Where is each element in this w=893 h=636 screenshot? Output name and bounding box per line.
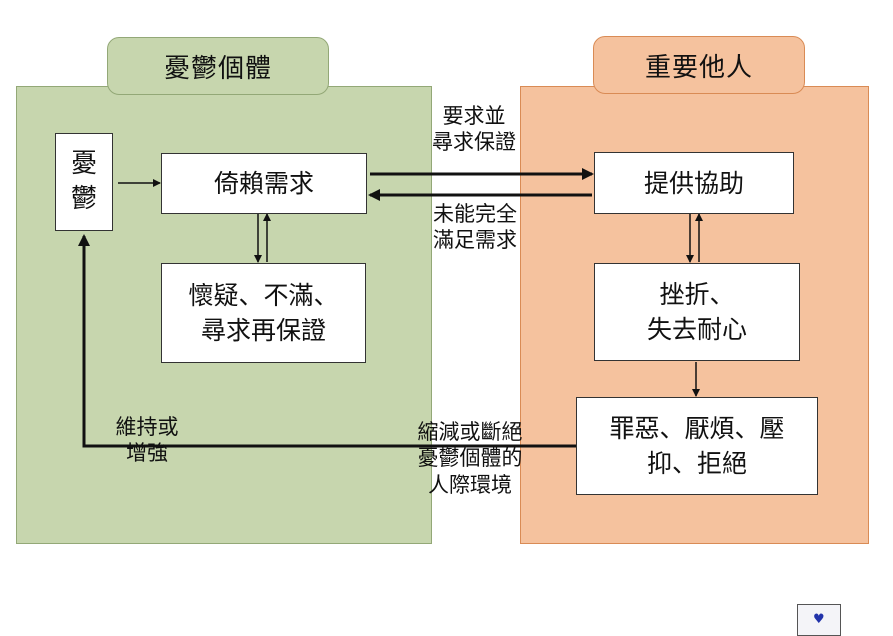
- depression-box: 憂 鬱: [55, 133, 113, 231]
- heart-icon: ♥: [813, 612, 825, 627]
- unmet-needs-label: 未能完全 滿足需求: [433, 202, 517, 253]
- frustration-box: 挫折、 失去耐心: [594, 263, 800, 361]
- provide-help-box: 提供協助: [594, 152, 794, 214]
- doubt-reassurance-box: 懷疑、不滿、 尋求再保證: [161, 263, 366, 363]
- guilt-rejection-box: 罪惡、厭煩、壓 抑、拒絕: [576, 397, 818, 495]
- maintain-enhance-label: 維持或 增強: [115, 415, 179, 466]
- depressed-individual-title: 憂鬱個體: [107, 37, 329, 95]
- dependency-need-box: 倚賴需求: [161, 153, 367, 214]
- demand-reassurance-label: 要求並 尋求保證: [432, 104, 516, 155]
- significant-other-title: 重要他人: [593, 36, 805, 94]
- reduce-network-label: 縮減或斷絕 憂鬱個體的 人際環境: [417, 420, 523, 497]
- arrow-feedback-loop: [78, 234, 577, 448]
